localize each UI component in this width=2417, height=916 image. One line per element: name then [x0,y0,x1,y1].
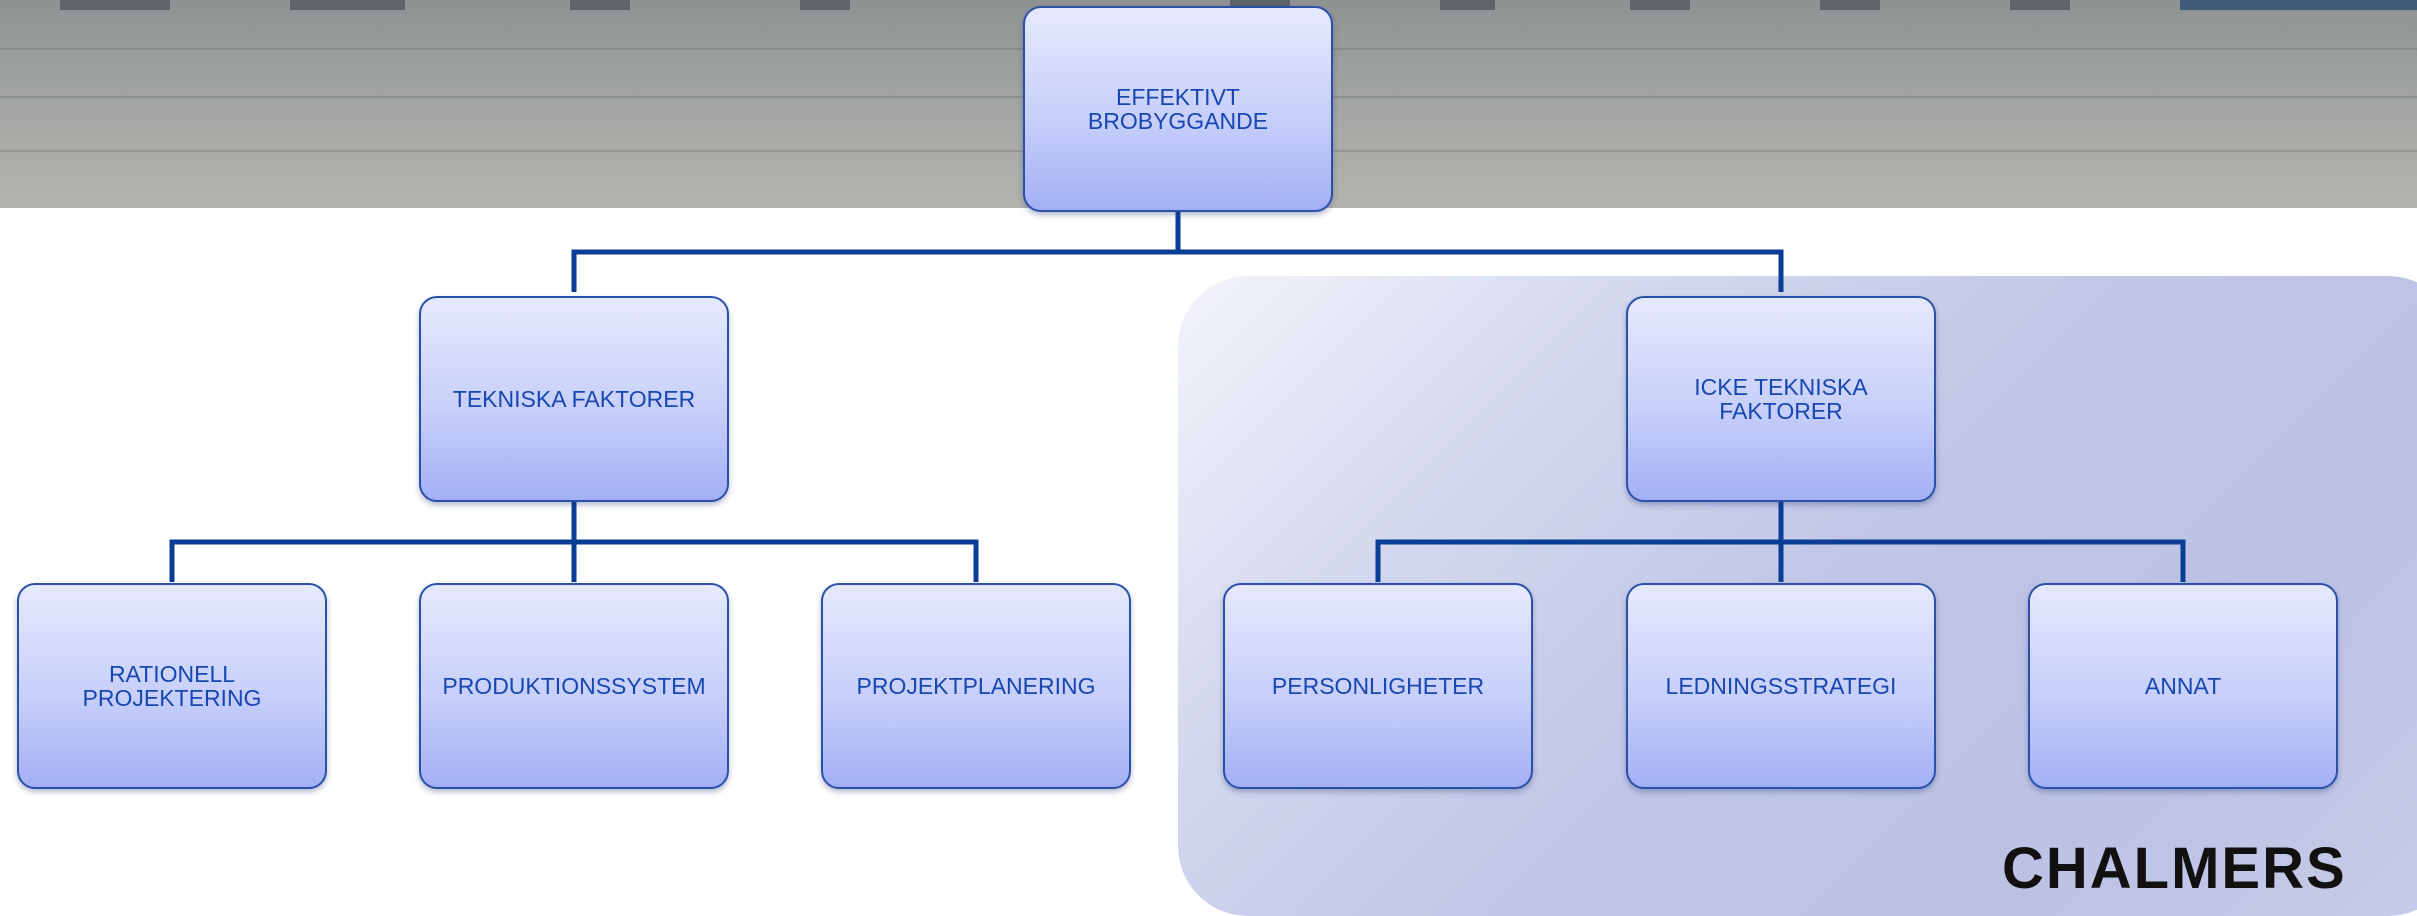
bridge-pier [1230,0,1290,10]
bridge-pier [1820,0,1880,10]
node-icke-tekniska-faktorer: ICKE TEKNISKA FAKTORER [1626,296,1936,502]
node-personligheter: PERSONLIGHETER [1223,583,1533,789]
node-annat: ANNAT [2028,583,2338,789]
bridge-pier [60,0,170,10]
bridge-pier [800,0,850,10]
bridge-pier [570,0,630,10]
bridge-pier [290,0,405,10]
node-ledningsstrategi: LEDNINGSSTRATEGI [1626,583,1936,789]
node-effektivt-brobyggande: EFFEKTIVT BROBYGGANDE [1023,6,1333,212]
harbor-skyline [2180,0,2417,10]
bridge-pier [1630,0,1690,10]
bridge-pier [1440,0,1495,10]
node-produktionssystem: PRODUKTIONSSYSTEM [419,583,729,789]
node-projektplanering: PROJEKTPLANERING [821,583,1131,789]
connector-root-branch [571,249,1784,292]
node-rationell-projektering: RATIONELL PROJEKTERING [17,583,327,789]
node-tekniska-faktorer: TEKNISKA FAKTORER [419,296,729,502]
bridge-pier [2010,0,2070,10]
chalmers-logo: CHALMERS [2002,836,2347,901]
connector-lines [169,212,2186,582]
